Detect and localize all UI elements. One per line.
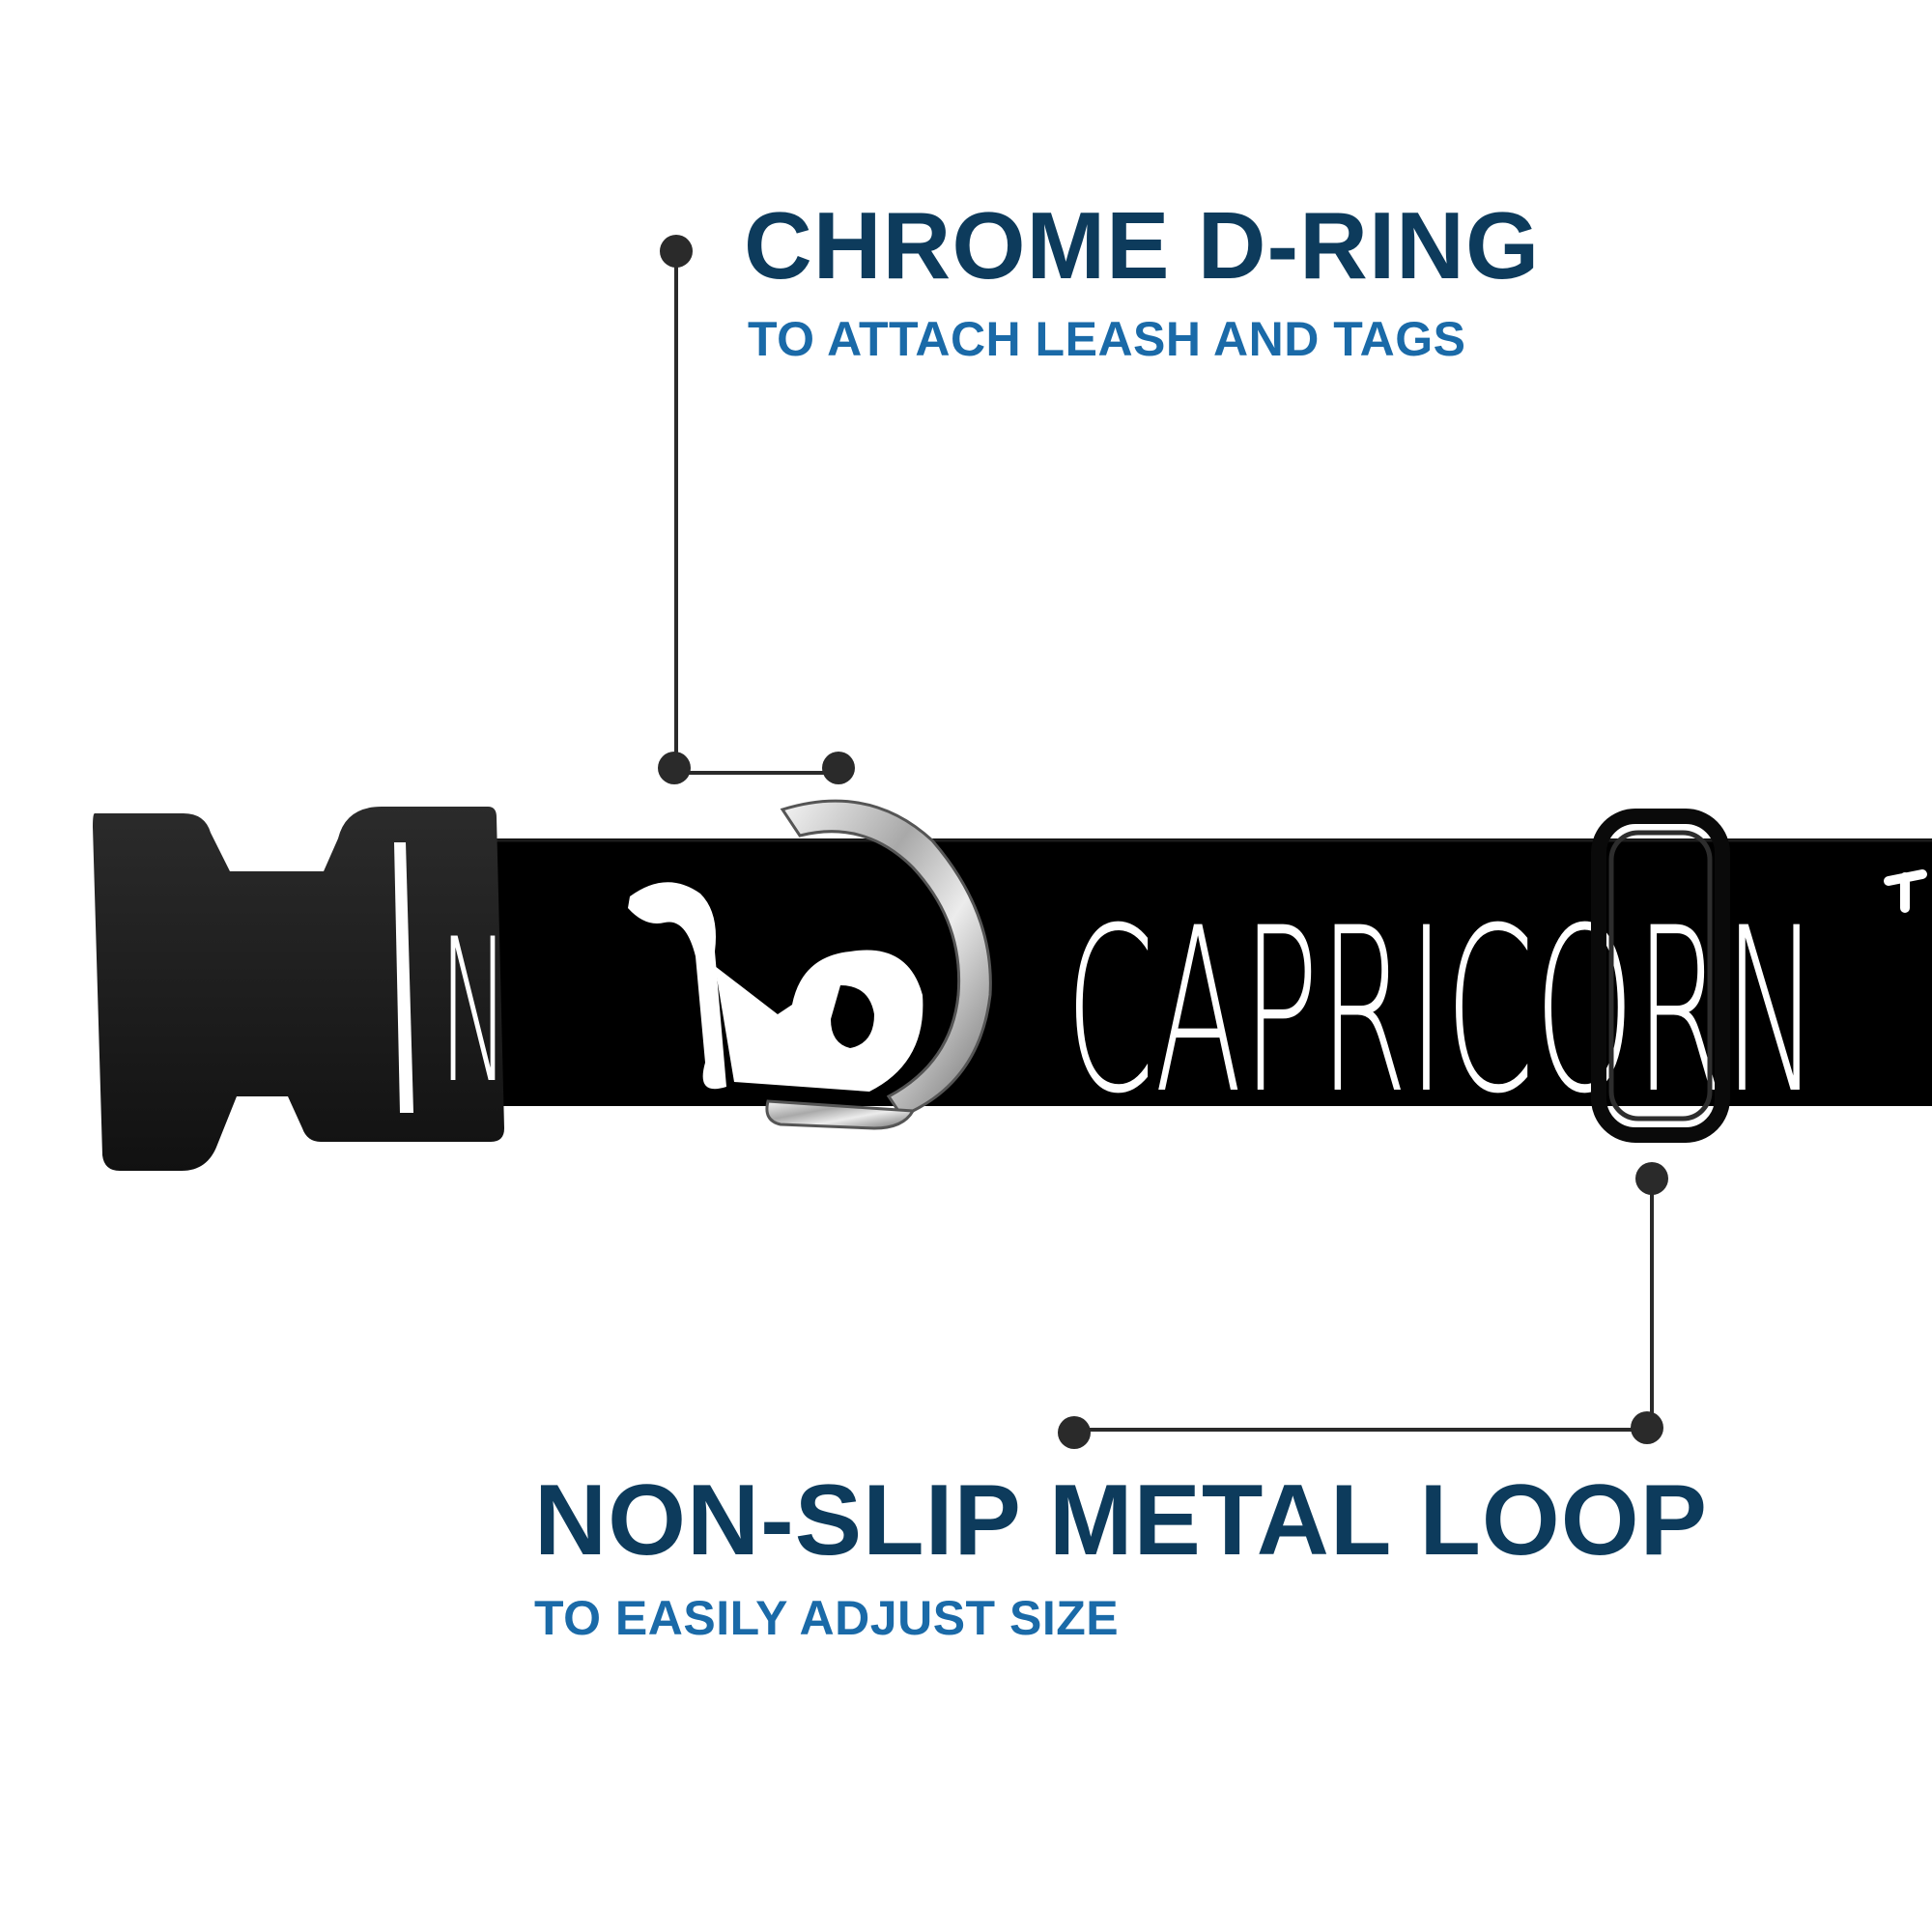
loop-leader-line [1058,1162,1668,1449]
metal-keeper-loop [1591,809,1730,1143]
loop-feature-title: NON-SLIP METAL LOOP [534,1464,1709,1577]
chrome-d-ring [765,799,992,1130]
side-release-buckle [93,807,504,1171]
strap-print-fragment-right [1884,869,1927,913]
strap-print-text: CAPRICORN [1065,880,1819,1144]
capricorn-symbol-icon [628,882,923,1092]
loop-feature-subtitle: TO EASILY ADJUST SIZE [534,1591,1120,1645]
d-ring-feature-title: CHROME D-RING [744,192,1541,298]
d-ring-feature-subtitle: TO ATTACH LEASH AND TAGS [748,312,1466,366]
d-ring-leader-line [658,235,855,784]
strap-print-fragment: N [440,897,509,1127]
